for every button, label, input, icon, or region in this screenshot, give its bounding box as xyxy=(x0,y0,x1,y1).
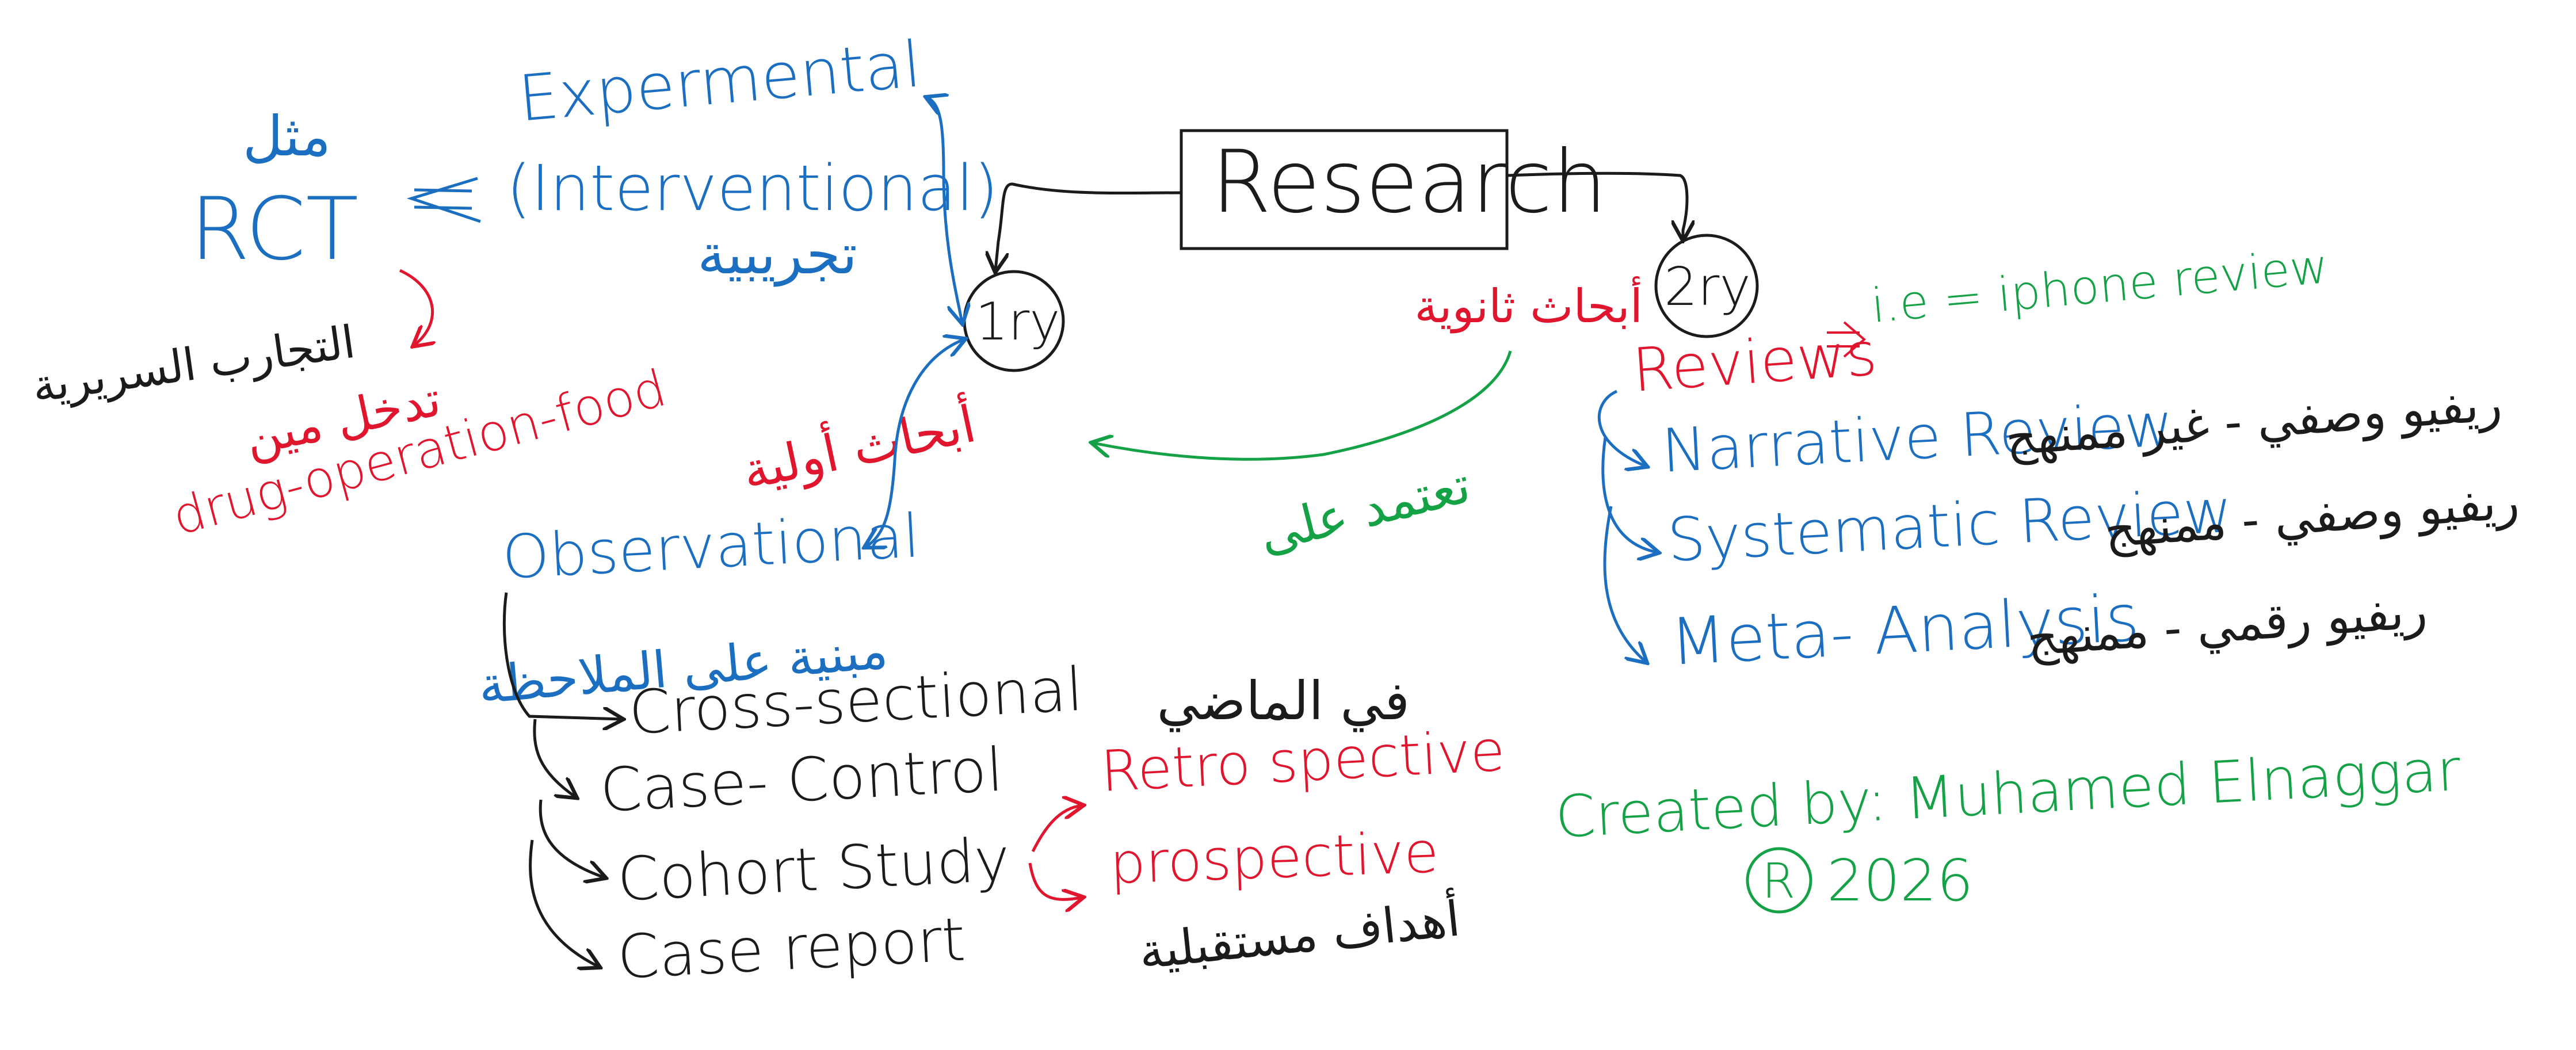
implies-small-arrow xyxy=(1827,321,1867,358)
created-by-credit: Created by: Muhamed Elnaggar xyxy=(1554,736,2463,851)
primary-node-label: 1ry xyxy=(975,292,1060,352)
narrative-arabic-desc: ريفيو وصفي - غير ممنهج xyxy=(2003,375,2504,467)
observational-branches xyxy=(502,592,621,967)
research-box xyxy=(1180,129,1509,250)
obs-type-cohort-study: Cohort Study xyxy=(616,824,1012,915)
depends-on-label: تعتمد على xyxy=(1253,455,1476,564)
prospective-label: prospective xyxy=(1109,820,1440,897)
reviews-example: i.e = iphone review xyxy=(1869,239,2330,334)
secondary-research-node xyxy=(1654,234,1759,338)
research-to-1ry-connector xyxy=(995,182,1182,270)
reviews-branches xyxy=(1597,390,1657,662)
depends-on-arrow xyxy=(1093,350,1512,461)
example-arabic-label: مثل xyxy=(243,104,331,169)
registered-mark: R xyxy=(1762,853,1795,909)
secondary-node-label: 2ry xyxy=(1664,256,1751,318)
obs-type-case-report: Case report xyxy=(616,904,967,992)
implies-arrow xyxy=(406,177,481,223)
1ry-to-experimental-connector xyxy=(928,98,962,322)
obs-type-case-control: Case- Control xyxy=(598,734,1005,826)
research-to-2ry-connector xyxy=(1506,171,1687,239)
secondary-arabic-label: أبحاث ثانوية xyxy=(1414,276,1643,334)
cohort-time-arrows xyxy=(1028,805,1082,899)
future-arabic-label: أهداف مستقبلية xyxy=(1136,887,1463,980)
1ry-to-observational-connector xyxy=(866,339,964,547)
primary-arabic-label: أبحاث أولية xyxy=(736,391,981,502)
credit-year: 2026 xyxy=(1827,847,1974,914)
registered-mark-circle xyxy=(1746,847,1812,914)
rct-label: RCT xyxy=(190,180,358,280)
experimental-title-line2: (Interventional) xyxy=(506,151,998,225)
intervention-arrow xyxy=(399,269,433,345)
research-title: Research xyxy=(1211,132,1607,232)
past-arabic-label: في الماضي xyxy=(1157,670,1410,732)
experimental-title-line1: Expermental xyxy=(516,27,924,136)
experimental-arabic-label: تجريبية xyxy=(697,222,857,287)
observational-title: Observational xyxy=(501,501,921,593)
